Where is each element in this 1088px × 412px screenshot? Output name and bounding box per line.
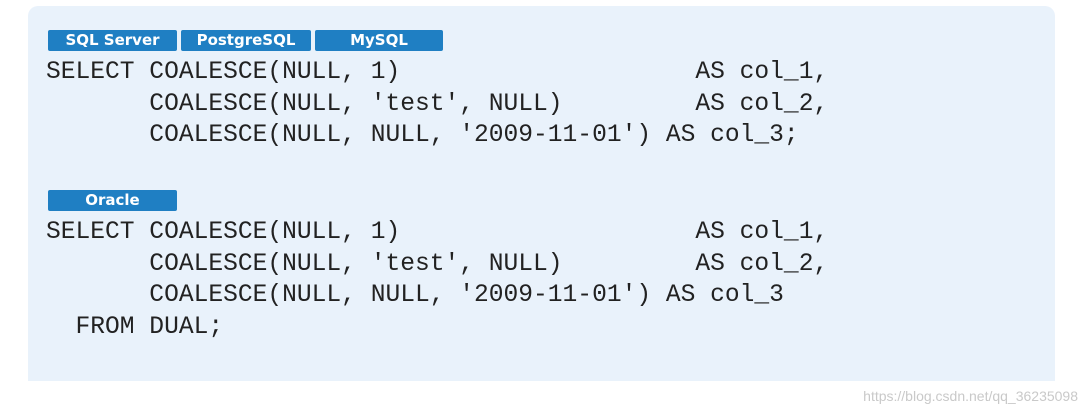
code-line: COALESCE(NULL, 'test', NULL) AS col_2, [46, 90, 829, 118]
sql-code-block-1: SELECT COALESCE(NULL, 1) AS col_1, COALE… [46, 57, 828, 152]
tab-postgresql: PostgreSQL [181, 30, 311, 51]
tab-mysql: MySQL [315, 30, 443, 51]
watermark-text: https://blog.csdn.net/qq_36235098 [863, 388, 1078, 404]
code-line: COALESCE(NULL, NULL, '2009-11-01') AS co… [46, 282, 784, 310]
dialect-tabs-1: SQL Server PostgreSQL MySQL [48, 30, 443, 51]
sql-code-block-2: SELECT COALESCE(NULL, 1) AS col_1, COALE… [46, 217, 828, 344]
code-panel [28, 6, 1055, 381]
tab-oracle: Oracle [48, 190, 177, 211]
code-line: SELECT COALESCE(NULL, 1) AS col_1, [46, 59, 829, 86]
code-line: COALESCE(NULL, 'test', NULL) AS col_2, [46, 250, 829, 278]
tab-sql-server: SQL Server [48, 30, 177, 51]
code-line: FROM DUAL; [46, 314, 224, 342]
code-line: SELECT COALESCE(NULL, 1) AS col_1, [46, 219, 829, 246]
dialect-tabs-2: Oracle [48, 190, 177, 211]
code-line: COALESCE(NULL, NULL, '2009-11-01') AS co… [46, 122, 799, 150]
